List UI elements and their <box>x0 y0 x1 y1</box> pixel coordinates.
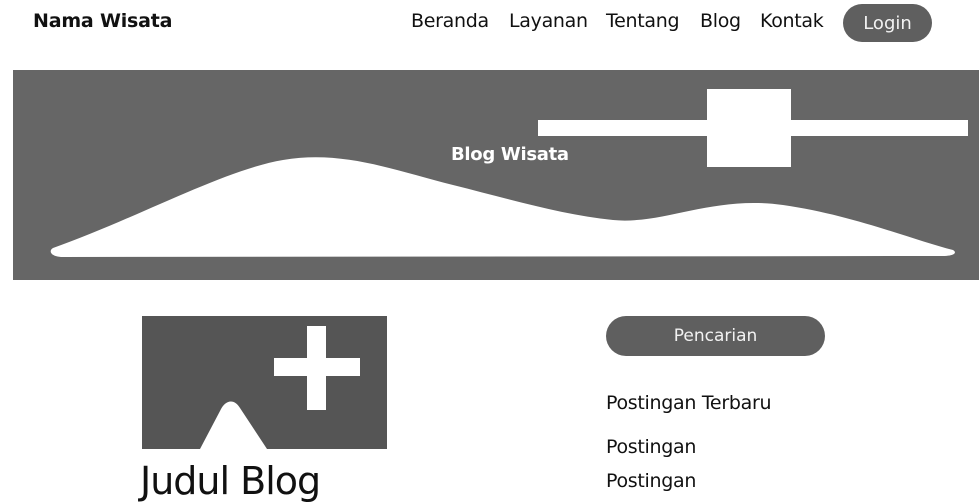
recent-post-link[interactable]: Postingan <box>606 436 697 458</box>
site-brand[interactable]: Nama Wisata <box>33 10 173 32</box>
nav-item-tentang[interactable]: Tentang <box>606 10 680 32</box>
search-button[interactable]: Pencarian <box>606 316 825 356</box>
image-placeholder-icon <box>50 89 968 257</box>
blog-post-title[interactable]: Judul Blog <box>140 459 321 503</box>
login-button[interactable]: Login <box>843 4 932 42</box>
blog-thumbnail[interactable] <box>142 316 387 449</box>
recent-posts-heading: Postingan Terbaru <box>606 392 772 414</box>
login-button-label: Login <box>863 12 912 34</box>
nav-item-beranda[interactable]: Beranda <box>411 10 489 32</box>
nav-item-layanan[interactable]: Layanan <box>509 10 588 32</box>
hero-title: Blog Wisata <box>451 144 569 165</box>
recent-post-link[interactable]: Postingan <box>606 470 697 492</box>
nav-item-blog[interactable]: Blog <box>700 10 741 32</box>
hero-banner: Blog Wisata <box>13 70 979 280</box>
nav-item-kontak[interactable]: Kontak <box>760 10 824 32</box>
image-add-icon <box>200 326 360 449</box>
search-button-label: Pencarian <box>673 326 758 346</box>
